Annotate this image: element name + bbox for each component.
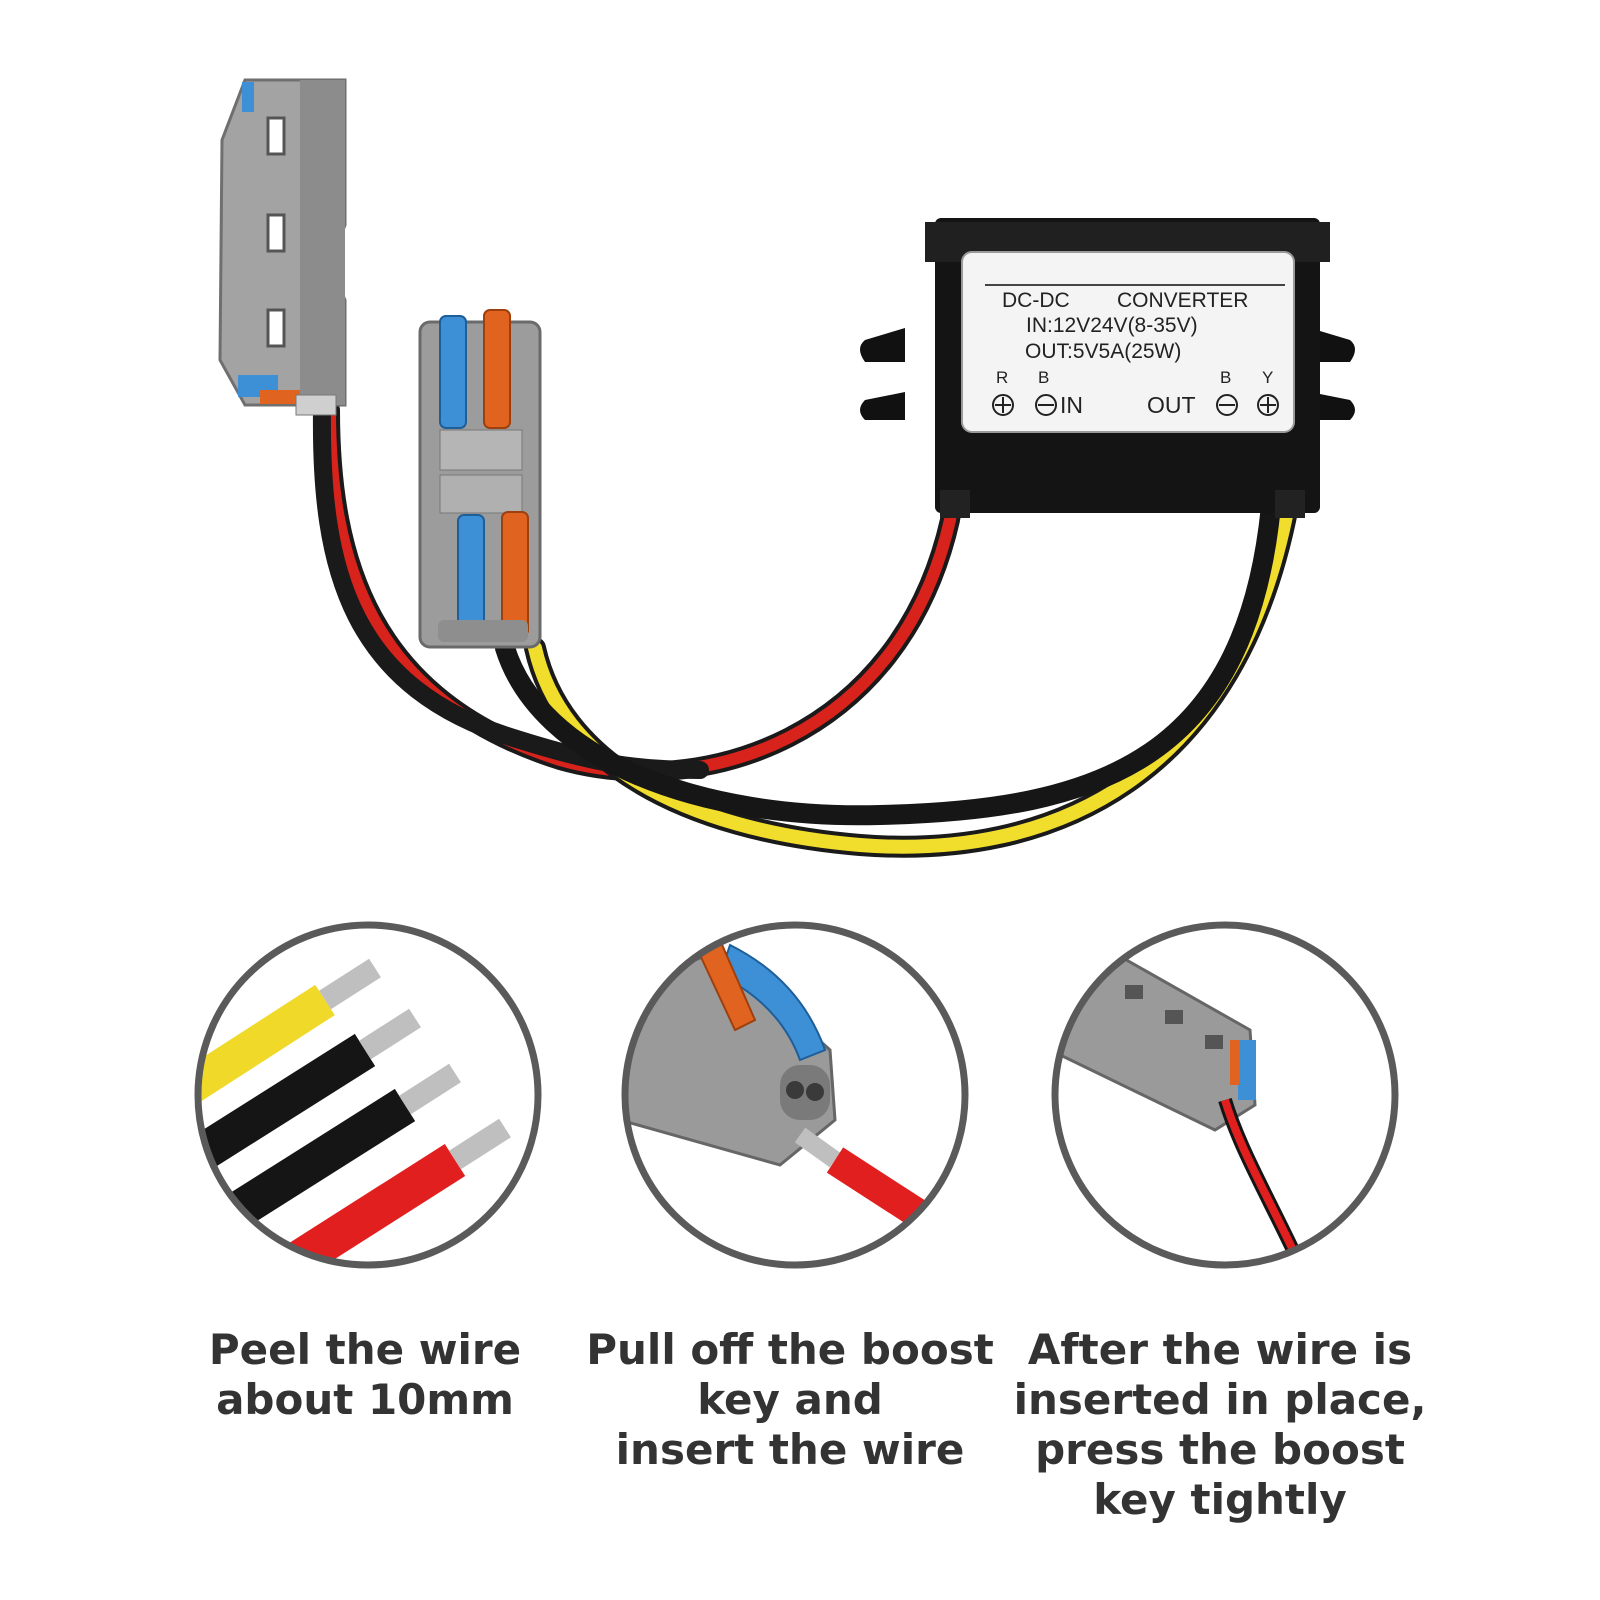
label-terminal-b-in: B xyxy=(1038,368,1049,387)
caption-line: insert the wire xyxy=(615,1425,965,1474)
caption-line: key tightly xyxy=(1093,1475,1347,1524)
minus-icon xyxy=(1035,394,1057,416)
lever-connector xyxy=(418,309,542,649)
step2-illustration xyxy=(621,921,969,1269)
plus-icon xyxy=(1257,394,1279,416)
caption-line: about 10mm xyxy=(216,1375,514,1424)
label-title-right: CONVERTER xyxy=(1117,289,1248,312)
label-title-left: DC-DC xyxy=(1002,289,1070,312)
dc-dc-converter: DC-DC CONVERTER IN:12V24V(8-35V) OUT:5V5… xyxy=(860,218,1355,518)
caption-line: Peel the wire xyxy=(208,1325,522,1374)
plus-icon xyxy=(992,394,1014,416)
label-out: OUT xyxy=(1147,392,1196,418)
label-terminal-b-out: B xyxy=(1220,368,1231,387)
label-input-spec: IN:12V24V(8-35V) xyxy=(1026,314,1198,337)
wire-bundle xyxy=(312,400,1301,858)
step1-illustration xyxy=(194,921,542,1269)
caption-line: Pull off the boost xyxy=(586,1325,994,1374)
caption-line: inserted in place, xyxy=(1013,1375,1427,1424)
gray-splice-connector xyxy=(218,78,347,416)
minus-icon xyxy=(1216,394,1238,416)
converter-label xyxy=(961,251,1295,433)
label-terminal-y: Y xyxy=(1262,368,1273,387)
step1-caption: Peel the wire about 10mm xyxy=(155,1325,575,1425)
caption-line: After the wire is xyxy=(1027,1325,1413,1374)
step3-illustration xyxy=(1051,921,1399,1269)
black-wire-right xyxy=(495,485,1282,826)
step2-caption: Pull off the boost key and insert the wi… xyxy=(580,1325,1000,1475)
label-in: IN xyxy=(1060,392,1083,418)
label-terminal-r: R xyxy=(996,368,1008,387)
caption-line: key and xyxy=(697,1375,883,1424)
step3-caption: After the wire is inserted in place, pre… xyxy=(1010,1325,1430,1525)
label-output-spec: OUT:5V5A(25W) xyxy=(1025,340,1181,363)
caption-line: press the boost xyxy=(1035,1425,1405,1474)
